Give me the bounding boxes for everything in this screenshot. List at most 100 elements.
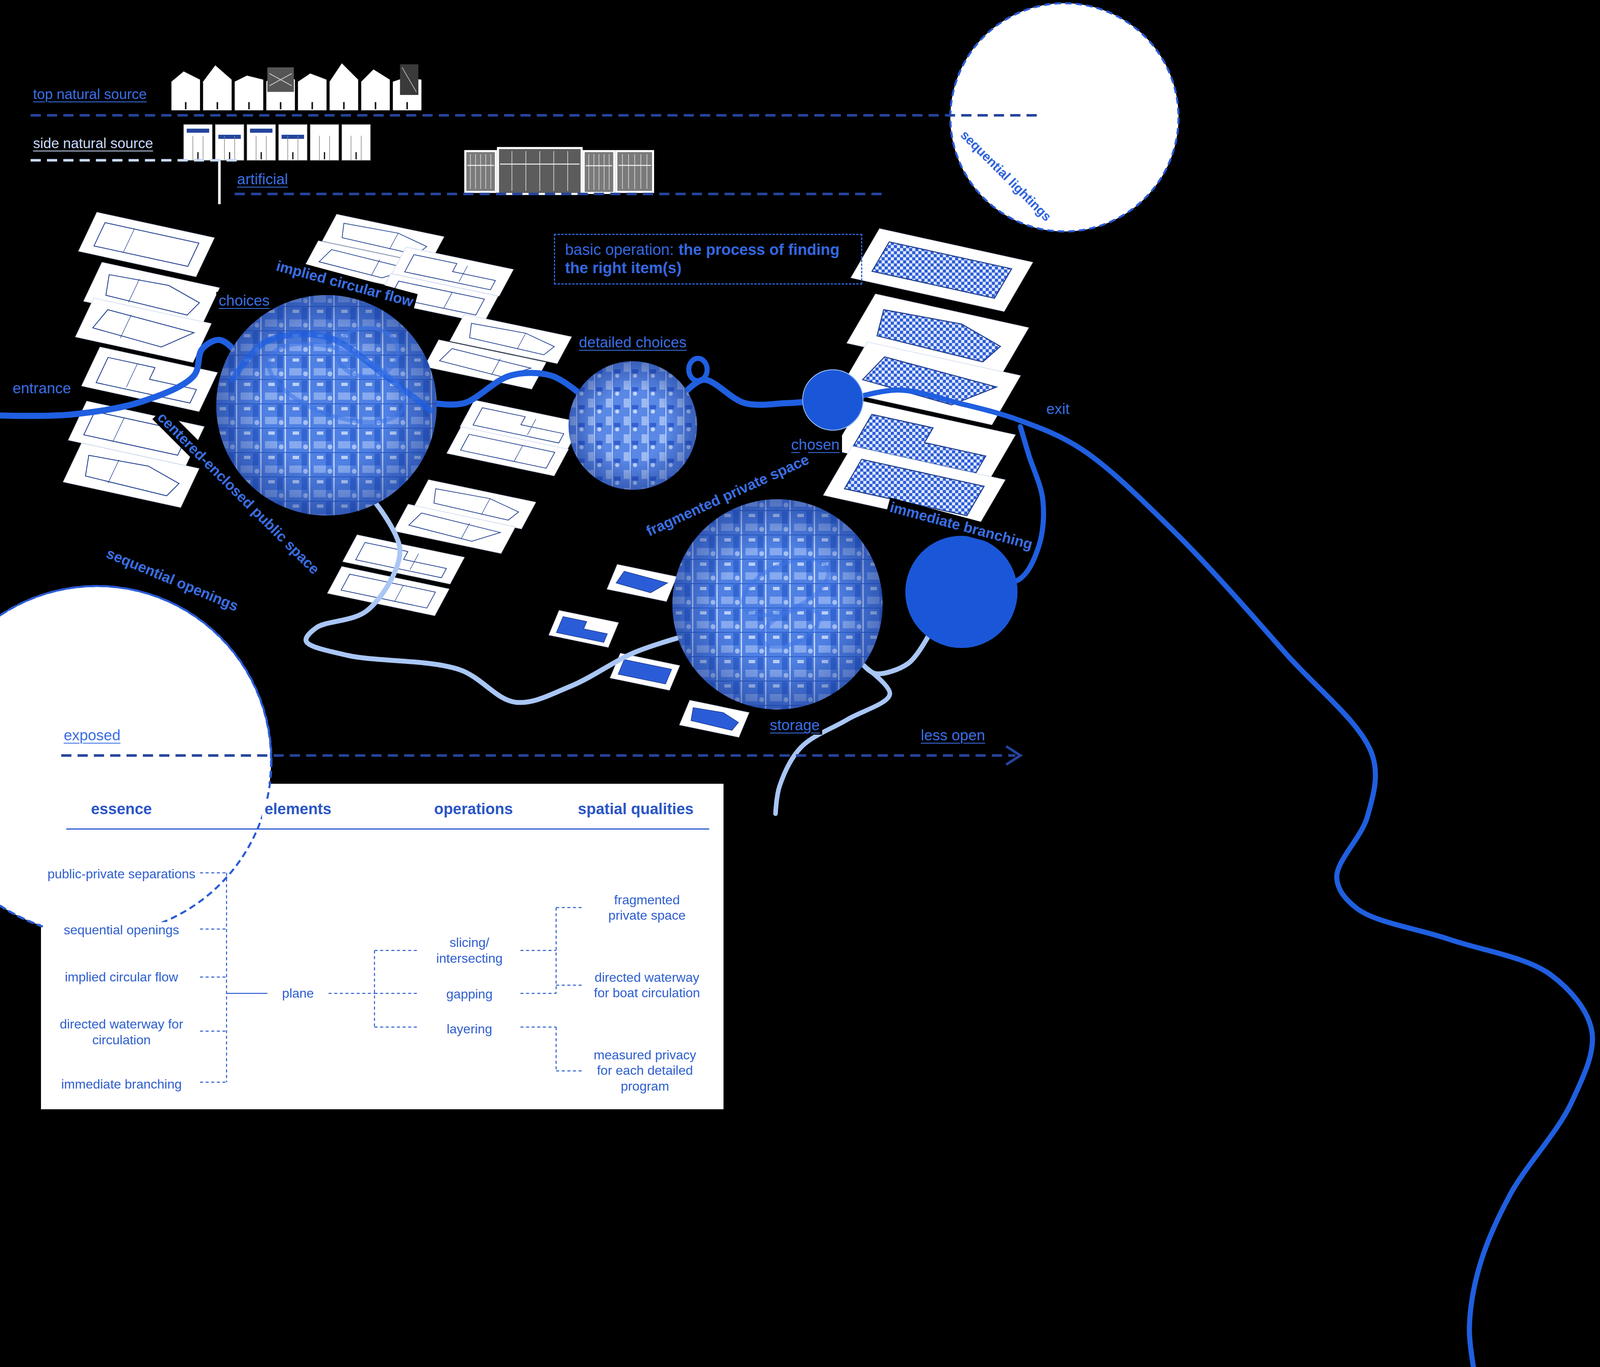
bracket-line [374, 992, 419, 994]
photo-detail [646, 154, 648, 190]
axis-dash [234, 192, 886, 196]
window-band [218, 134, 241, 139]
person-figure [311, 102, 314, 110]
daylight-section [171, 71, 200, 111]
window-section [247, 124, 276, 161]
photo-fill [568, 361, 698, 490]
lighting-circle: sequential lightings [949, 2, 1180, 233]
skylight-photo [400, 64, 419, 95]
flow-lines [0, 339, 1593, 1367]
interior-photo [583, 150, 614, 193]
table-cell: gapping [443, 986, 496, 1002]
table-header: operations [431, 799, 516, 819]
window-section [183, 124, 213, 161]
plan-line [126, 363, 138, 387]
person-figure [323, 152, 326, 160]
text-anchor: storage [767, 716, 823, 735]
text-anchor: detailed choices [576, 333, 690, 352]
text-anchor: exit [1044, 400, 1073, 418]
text-anchor: operations [431, 799, 516, 819]
daylight-section [266, 67, 295, 111]
flow-line [0, 339, 238, 416]
plan-outline [85, 455, 179, 496]
person-figure [279, 102, 282, 110]
plan-line [527, 418, 537, 435]
branch-dot: immediate branching [905, 535, 1018, 649]
bracket-line [200, 1030, 227, 1032]
photo-detail [525, 150, 527, 191]
plan-line [389, 232, 399, 249]
person-figure [355, 152, 357, 160]
photo-detail [490, 154, 492, 190]
table-cell: measured privacy for each detailed progr… [588, 1046, 702, 1094]
table-cell: fragmented private space [590, 891, 704, 923]
window-mullion [234, 135, 236, 161]
plan-card [75, 297, 212, 362]
circle-fill [905, 535, 1018, 649]
daylight-section [361, 69, 390, 111]
plan-line [460, 523, 470, 539]
text-anchor: directed waterway for circulation [45, 1016, 199, 1048]
person-figure [248, 102, 250, 110]
plan-outline [92, 309, 194, 347]
photo-detail [469, 154, 471, 190]
plan-line [107, 459, 119, 483]
bracket-line [520, 1026, 556, 1028]
bracket-line [226, 872, 228, 1083]
person-figure [343, 102, 345, 110]
window-section [215, 124, 244, 161]
photo-detail [539, 150, 541, 191]
plan-card [78, 212, 215, 277]
table-cell: immediate branching [45, 1075, 199, 1092]
window-band [281, 134, 304, 139]
bracket-line [226, 992, 268, 994]
bracket-line [555, 906, 582, 909]
daylight-section [202, 65, 232, 111]
plan-line [123, 228, 135, 252]
bracket-line [520, 949, 556, 951]
text-anchor: spatial qualities [575, 799, 696, 819]
flow-swirl [756, 600, 826, 655]
photo-detail [475, 154, 476, 190]
window-mullion [350, 135, 352, 161]
plan-outline [618, 659, 672, 684]
plan-line [128, 279, 140, 303]
axis-dash [30, 114, 1041, 117]
photo-detail [567, 150, 569, 191]
flow-line [846, 389, 1593, 1367]
window-mullion [192, 135, 194, 161]
table-header: elements [262, 799, 334, 819]
bracket-line [555, 907, 557, 993]
bracket-line [555, 1026, 557, 1071]
text-anchor: artificial [234, 170, 291, 189]
bracket-line [374, 950, 376, 1028]
dot-ring [802, 369, 864, 431]
header-rule [66, 828, 709, 830]
circle-shape [672, 499, 883, 710]
bracket-line [374, 1026, 419, 1028]
text-anchor: less open [918, 726, 988, 745]
table-cell: sequential openings [45, 921, 199, 938]
bracket-line [328, 992, 375, 994]
plan-line [371, 259, 380, 276]
photo-detail [593, 154, 595, 190]
bracket-line [200, 976, 227, 978]
photo-fill [672, 499, 883, 710]
person-figure [228, 152, 231, 160]
bracket-line [555, 984, 582, 986]
table-panel: essence elements operations spatial qualiti… [40, 783, 724, 1110]
node-label: chosen [788, 435, 842, 454]
person-figure [216, 102, 219, 110]
plan-line [113, 417, 125, 442]
text-anchor: essence [88, 799, 155, 819]
person-figure [374, 102, 377, 110]
bracket-line [200, 928, 227, 930]
table-header: essence [88, 799, 155, 819]
plan-outline [556, 616, 608, 642]
flow-label: exposed [61, 726, 123, 745]
operation-box: basic operation:the process of finding t… [553, 233, 863, 285]
daylight-section [329, 63, 358, 111]
window-mullion [287, 135, 289, 161]
plan-card [63, 443, 199, 508]
window-mullion [223, 135, 225, 161]
